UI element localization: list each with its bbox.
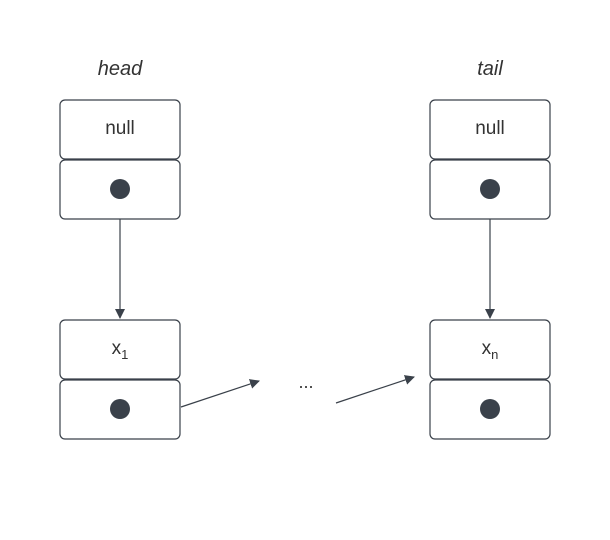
tail-pointer-dot — [480, 179, 500, 199]
first-list-node: x1 — [59, 319, 181, 440]
first-node-subscript: 1 — [121, 347, 128, 362]
head-label: head — [98, 58, 143, 80]
tail-value-cell — [429, 99, 551, 160]
head-pointer-node: null — [59, 99, 181, 220]
first-next-arrow — [180, 379, 260, 408]
last-node-value-cell — [429, 319, 551, 380]
first-node-value-symbol: x — [112, 338, 122, 359]
last-list-node: xn — [429, 319, 551, 440]
first-node-value-text: x1 — [112, 338, 129, 362]
ellipsis-label: ... — [298, 372, 313, 392]
first-node-value-cell — [59, 319, 181, 380]
head-pointer-dot — [110, 179, 130, 199]
tail-label: tail — [477, 58, 503, 80]
last-node-value-text: xn — [482, 338, 499, 362]
last-node-next-dot — [480, 399, 500, 419]
head-value-cell — [59, 99, 181, 160]
last-node-subscript: n — [491, 347, 498, 362]
last-node-value-symbol: x — [482, 338, 492, 359]
tail-pointer-node: null — [429, 99, 551, 220]
first-node-next-dot — [110, 399, 130, 419]
tail-value-text: null — [475, 118, 505, 139]
head-value-text: null — [105, 118, 135, 139]
ellipsis-to-last-arrow — [335, 375, 415, 404]
